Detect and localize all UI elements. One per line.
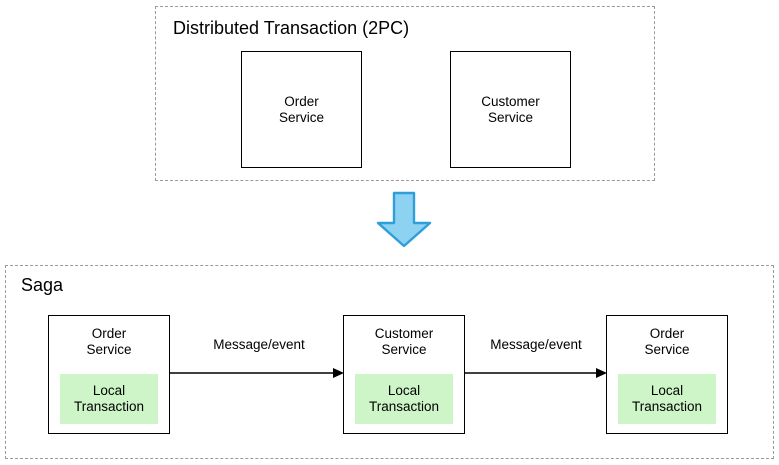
group-saga-title: Saga bbox=[21, 275, 64, 295]
transition-down-arrow-icon bbox=[372, 191, 436, 249]
group-distributed-transaction-title: Distributed Transaction (2PC) bbox=[173, 18, 410, 38]
node-saga-order-service-1[interactable]: Order Service Local Transaction bbox=[48, 315, 170, 434]
node-saga-customer-service-label: Customer Service bbox=[374, 326, 434, 357]
node-saga-order-service-2[interactable]: Order Service Local Transaction bbox=[606, 315, 728, 434]
node-saga-order-service-1-local-transaction: Local Transaction bbox=[60, 374, 158, 424]
group-saga bbox=[5, 265, 774, 459]
edge-1-arrow bbox=[170, 366, 344, 380]
node-saga-order-service-2-local-transaction: Local Transaction bbox=[618, 374, 716, 424]
node-saga-order-service-2-label: Order Service bbox=[644, 326, 690, 357]
node-customer-service-2pc[interactable]: Customer Service bbox=[450, 51, 571, 168]
edge-1-label: Message/event bbox=[213, 337, 305, 352]
node-saga-order-service-1-label: Order Service bbox=[86, 326, 132, 357]
node-saga-customer-service[interactable]: Customer Service Local Transaction bbox=[343, 315, 465, 434]
node-order-service-2pc-label: Order Service bbox=[278, 94, 324, 125]
node-customer-service-2pc-label: Customer Service bbox=[481, 94, 540, 125]
node-order-service-2pc[interactable]: Order Service bbox=[241, 51, 362, 168]
node-saga-customer-service-local-transaction: Local Transaction bbox=[355, 374, 453, 424]
edge-2-arrow bbox=[465, 366, 607, 380]
group-distributed-transaction bbox=[155, 6, 655, 181]
edge-2-label: Message/event bbox=[490, 337, 582, 352]
